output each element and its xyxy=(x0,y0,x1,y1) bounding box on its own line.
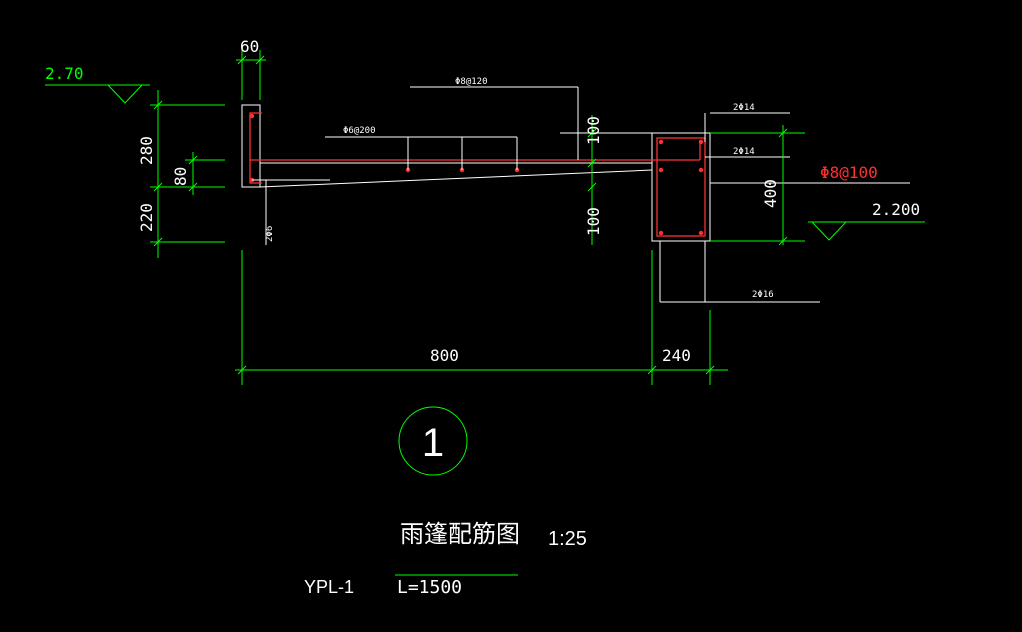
elevation-triangle-top xyxy=(107,84,143,104)
leader-lines xyxy=(252,86,910,245)
dim-tick xyxy=(778,236,788,246)
dim-tick xyxy=(255,55,265,65)
dim-tick xyxy=(587,158,597,168)
beam-stirrup xyxy=(656,137,706,237)
dim-text-800: 800 xyxy=(430,346,459,365)
dim-text-280: 280 xyxy=(137,136,156,165)
edge-hook-bar xyxy=(249,112,262,184)
dim-text-220: 220 xyxy=(137,203,156,232)
rebar-label-slab-top: Φ8@120 xyxy=(455,77,488,87)
beam-bar-dot xyxy=(698,167,704,173)
member-length: L=1500 xyxy=(397,577,462,598)
dim-tick xyxy=(587,182,597,192)
section-marker-number: 1 xyxy=(422,421,444,465)
dim-text-400: 400 xyxy=(761,179,780,208)
dim-text-240: 240 xyxy=(662,346,691,365)
dim-tick xyxy=(153,182,163,192)
rebar-label-beam-top-2: 2Φ14 xyxy=(733,147,755,157)
beam-bar-dot xyxy=(658,167,664,173)
dim-tick xyxy=(188,155,198,165)
dim-text-slab-top-100: 100 xyxy=(584,116,603,145)
dimension-lines xyxy=(45,50,925,576)
beam-outline xyxy=(651,132,711,242)
rebar-label-stirrup: Φ8@100 xyxy=(820,163,878,182)
dim-tick xyxy=(778,128,788,138)
dim-tick xyxy=(587,128,597,138)
beam-bar-dot xyxy=(698,230,704,236)
edge-bar-dot-top xyxy=(249,113,255,119)
rebar-label-beam-top-1: 2Φ14 xyxy=(733,103,755,113)
slab-edge-outline xyxy=(241,104,261,188)
dim-tick xyxy=(188,182,198,192)
structure-outline xyxy=(241,104,820,303)
rebar-label-distribution: Φ6@200 xyxy=(343,126,376,136)
drawing-title: 雨篷配筋图 xyxy=(400,521,520,548)
dim-tick xyxy=(705,365,715,375)
beam-bar-dot xyxy=(658,230,664,236)
beam-bar-dot xyxy=(698,139,704,145)
dim-tick xyxy=(647,365,657,375)
rebar-dots xyxy=(249,113,704,236)
dim-text-80: 80 xyxy=(171,167,190,186)
dim-tick xyxy=(237,55,247,65)
dim-text-60: 60 xyxy=(240,37,259,56)
dim-tick xyxy=(237,365,247,375)
drawing-scale: 1:25 xyxy=(548,528,587,550)
section-marker-circle xyxy=(398,406,468,476)
slab-bottom-line xyxy=(259,169,653,188)
member-id: YPL-1 xyxy=(304,577,354,597)
elevation-top-label: 2.70 xyxy=(45,64,84,83)
elevation-triangle-right xyxy=(811,221,847,241)
dim-tick xyxy=(153,100,163,110)
dim-tick xyxy=(153,237,163,247)
elevation-beam-bottom-label: 2.200 xyxy=(872,200,920,219)
rebar-group xyxy=(249,112,706,237)
dim-text-slab-bottom-100: 100 xyxy=(584,207,603,236)
rebar-label-edge-bars: 2Φ6 xyxy=(265,226,275,242)
rebar-label-beam-bottom: 2Φ16 xyxy=(752,290,774,300)
beam-bar-dot xyxy=(658,139,664,145)
